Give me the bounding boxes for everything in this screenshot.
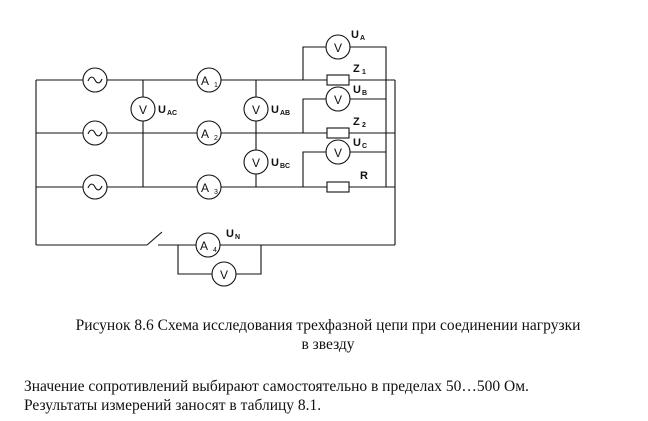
load-z1-resistor [326, 74, 350, 86]
ammeter-a1-letter: A [201, 74, 209, 88]
svg-text:U: U [226, 228, 234, 240]
svg-text:U: U [353, 84, 361, 96]
voltmeter-neutral: V [211, 261, 237, 287]
voltmeter-ua-letter: V [334, 41, 342, 55]
svg-text:B: B [362, 90, 367, 97]
label-z2: Z 2 [353, 116, 366, 129]
figure-caption-line-1: Рисунок 8.6 Схема исследования трехфазно… [75, 317, 581, 334]
svg-text:AC: AC [167, 110, 177, 117]
voltmeter-uc-letter: V [334, 146, 342, 160]
ammeter-a4: A 4 [195, 232, 221, 258]
voltmeter-ua: V [325, 34, 351, 60]
neutral-voltmeter-wiring [177, 245, 262, 275]
svg-text:1: 1 [362, 69, 366, 76]
label-ua: U A [351, 29, 365, 42]
svg-text:AB: AB [280, 110, 290, 117]
voltmeter-uc-wiring [302, 151, 387, 187]
svg-text:2: 2 [362, 122, 366, 129]
label-uab: U AB [271, 104, 290, 117]
load-r-resistor [326, 181, 350, 193]
voltmeter-ua-wiring [302, 46, 387, 99]
svg-text:Z: Z [353, 63, 360, 75]
voltmeter-uc: V [325, 139, 351, 165]
load-z2-resistor [326, 127, 350, 139]
label-z1: Z 1 [353, 63, 366, 76]
ammeter-a4-index: 4 [213, 247, 217, 254]
voltmeter-neutral-letter: V [220, 268, 228, 282]
ammeter-a2: A 2 [196, 120, 222, 146]
ammeter-a3: A 3 [196, 174, 222, 200]
svg-text:Z: Z [353, 116, 360, 128]
label-ubc: U BC [271, 157, 290, 170]
ac-source-phase-c [82, 174, 108, 200]
figure-caption: Рисунок 8.6 Схема исследования трехфазно… [18, 316, 638, 354]
label-r: R [360, 170, 368, 182]
voltmeter-ub-wiring [302, 98, 387, 152]
ammeter-a2-index: 2 [214, 135, 218, 142]
label-un: U N [226, 228, 240, 241]
figure-caption-line-2: в звезду [301, 336, 355, 353]
body-paragraph-line-1: Значение сопротивлений выбирают самостоя… [24, 378, 529, 395]
voltmeter-ubc: V [243, 149, 269, 175]
voltmeter-ubc-letter: V [252, 156, 260, 170]
ammeter-a3-letter: A [201, 181, 209, 195]
voltmeter-uab-letter: V [252, 103, 260, 117]
body-paragraph: Значение сопротивлений выбирают самостоя… [24, 377, 644, 415]
label-uac: U AC [158, 104, 177, 117]
svg-text:C: C [362, 143, 367, 150]
voltmeter-uab: V [243, 96, 269, 122]
ammeter-a4-letter: A [200, 239, 208, 253]
svg-text:BC: BC [280, 163, 290, 170]
ammeter-a1: A 1 [196, 67, 222, 93]
ammeter-a1-index: 1 [214, 82, 218, 89]
label-uc: U C [353, 137, 367, 150]
ammeter-a3-index: 3 [214, 189, 218, 196]
ammeter-a2-letter: A [201, 127, 209, 141]
svg-text:A: A [360, 35, 365, 42]
svg-text:U: U [158, 104, 166, 116]
ac-source-phase-b [82, 120, 108, 146]
svg-text:U: U [271, 157, 279, 169]
voltmeter-ub: V [325, 86, 351, 112]
voltmeter-ub-letter: V [334, 93, 342, 107]
svg-text:U: U [271, 104, 279, 116]
svg-text:U: U [353, 137, 361, 149]
label-ub: U B [353, 84, 367, 97]
voltmeter-uac: V [130, 96, 156, 122]
ac-source-phase-a [82, 67, 108, 93]
svg-text:U: U [351, 29, 359, 41]
svg-text:N: N [235, 234, 240, 241]
body-paragraph-line-2: Результаты измерений заносят в таблицу 8… [24, 397, 322, 414]
voltmeter-uac-letter: V [139, 103, 147, 117]
three-phase-star-circuit-diagram: A 1 A 2 A 3 A 4 V V V V V V V [35, 29, 396, 287]
